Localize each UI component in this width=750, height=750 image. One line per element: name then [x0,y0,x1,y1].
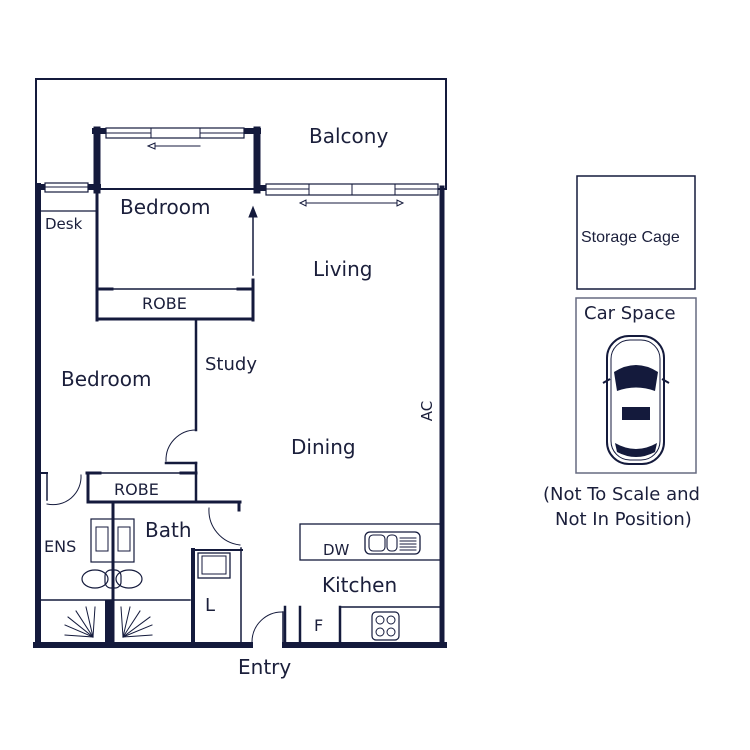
scale-note-line-2: Not In Position) [555,509,692,530]
room-label-bedroom-1: Bedroom [120,195,211,219]
room-label-living: Living [313,257,373,281]
room-label-ens: ENS [44,537,77,556]
room-label-dining: Dining [291,435,356,459]
room-label-desk: Desk [45,215,83,233]
room-label-bedroom-2: Bedroom [61,367,152,391]
room-label-dw: DW [323,541,350,559]
car-topview-icon [602,335,670,465]
car-space-label: Car Space [584,303,676,324]
room-label-kitchen: Kitchen [322,573,398,597]
room-label-robe-1: ROBE [142,294,187,313]
room-label-entry: Entry [238,655,292,679]
room-label-study: Study [205,354,257,375]
room-label-fridge: F [314,616,324,635]
storage-cage-label: Storage Cage [581,229,680,246]
room-label-balcony: Balcony [309,124,389,148]
scale-note-line-1: (Not To Scale and [543,484,700,505]
room-label-bath: Bath [145,518,192,542]
room-label-robe-2: ROBE [114,480,159,499]
room-label-ac: AC [418,400,437,422]
room-label-laundry: L [205,595,216,616]
balcony-outline [35,78,447,190]
